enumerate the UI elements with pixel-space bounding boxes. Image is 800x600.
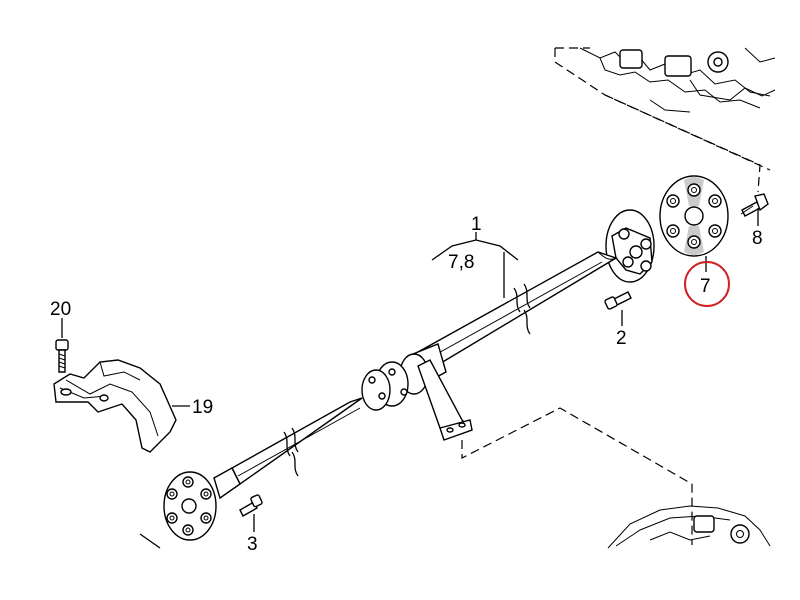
bolt-8 <box>740 193 769 217</box>
callout-2: 2 <box>616 328 627 349</box>
bolt-2 <box>604 291 632 310</box>
leader-bracket-dashed <box>461 407 693 545</box>
callout-3: 3 <box>247 534 258 555</box>
leader-gearbox-to-flange <box>604 94 761 193</box>
callout-19: 19 <box>192 397 213 418</box>
propeller-shaft-1 <box>213 251 618 500</box>
callout-1: 1 <box>471 214 482 235</box>
flexible-disc-7 <box>659 175 729 257</box>
gearbox-fragment-bottom <box>607 505 771 549</box>
highlight-circle <box>684 261 730 307</box>
callout-7: 7 <box>700 276 711 297</box>
callout-1-sub: 7,8 <box>448 252 474 273</box>
callout-20: 20 <box>50 299 71 320</box>
flexible-disc-front <box>163 471 217 541</box>
leader-front-disc <box>139 533 161 549</box>
callout-8: 8 <box>752 228 763 249</box>
gearbox-fragment-top <box>554 47 776 171</box>
heat-shield-19 <box>53 359 177 453</box>
leader-1 <box>431 232 519 261</box>
bolt-20 <box>55 339 69 373</box>
shaft-flange-rear <box>605 209 655 283</box>
bolt-3 <box>239 494 263 517</box>
